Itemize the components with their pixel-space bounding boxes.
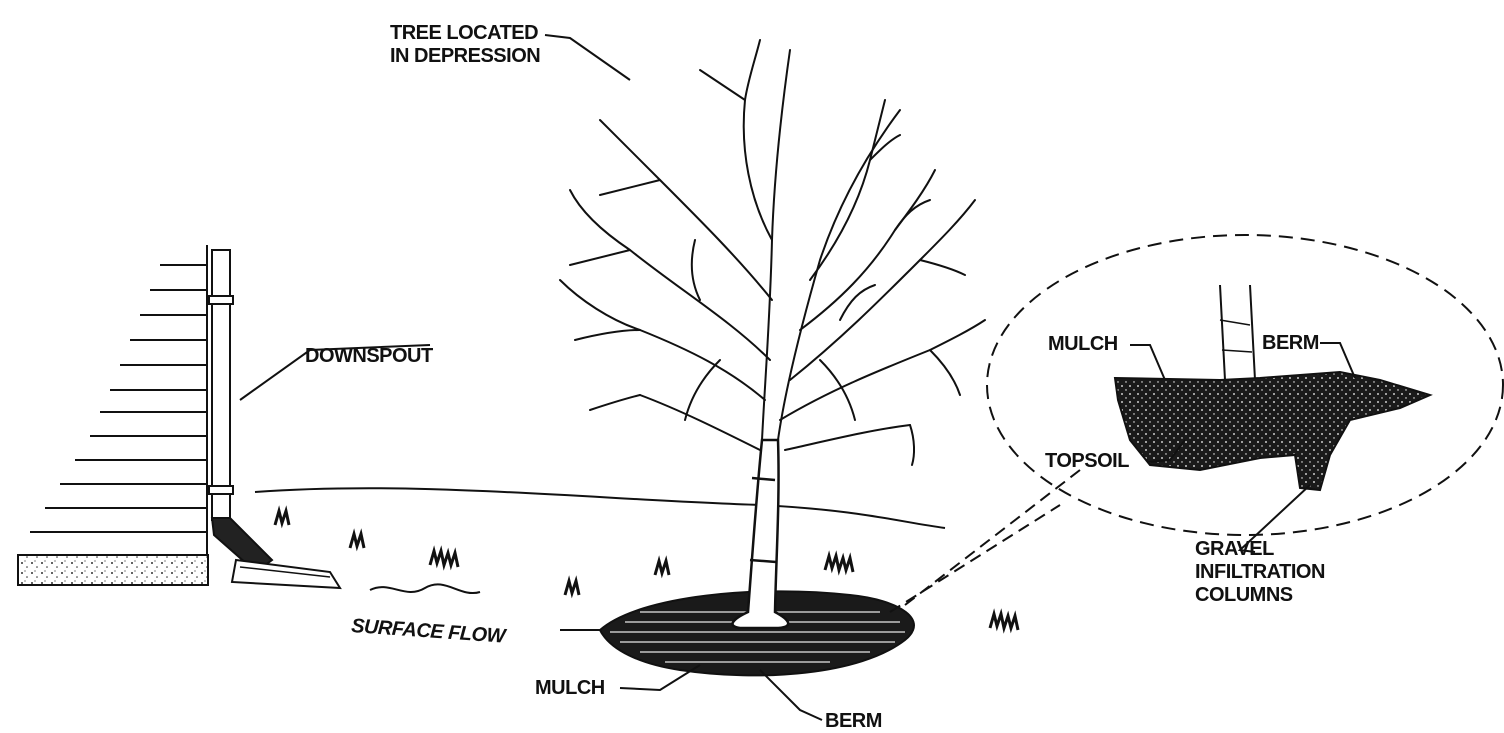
tree-location-line-1: TREE LOCATED <box>390 22 540 45</box>
house-siding <box>30 245 207 555</box>
tree-location-line-2: IN DEPRESSION <box>390 45 540 68</box>
gravel-columns-label: GRAVEL INFILTRATION COLUMNS <box>1195 538 1325 607</box>
mulch-label: MULCH <box>535 677 605 700</box>
tree-location-label: TREE LOCATED IN DEPRESSION <box>390 22 540 68</box>
inset-berm-label: BERM <box>1262 332 1319 355</box>
berm-label: BERM <box>825 710 882 733</box>
inset-cross-section <box>1115 285 1430 490</box>
tree-branches <box>560 40 985 465</box>
downspout-label: DOWNSPOUT <box>305 345 433 368</box>
surface-flow-line <box>370 584 480 593</box>
topsoil-label: TOPSOIL <box>1045 450 1129 473</box>
gravel-columns-line-1: GRAVEL <box>1195 538 1325 561</box>
gravel-columns-line-3: COLUMNS <box>1195 584 1325 607</box>
foundation <box>18 555 208 585</box>
gravel-columns-line-2: INFILTRATION <box>1195 561 1325 584</box>
inset-mulch-label: MULCH <box>1048 333 1118 356</box>
downspout <box>209 250 340 588</box>
ground-line <box>255 488 945 528</box>
